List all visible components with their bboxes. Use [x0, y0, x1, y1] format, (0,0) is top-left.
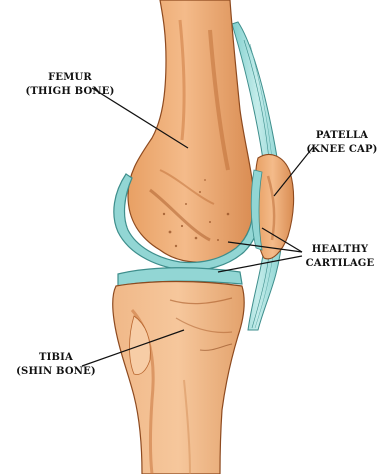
label-cartilage-line2: CARTILAGE	[306, 258, 375, 269]
label-patella-line1: PATELLA	[316, 130, 368, 141]
label-tibia-line2: (SHIN BONE)	[16, 366, 96, 377]
label-femur-line1: FEMUR	[48, 72, 92, 83]
label-tibia-line1: TIBIA	[39, 352, 73, 363]
label-patella-line2: (KNEE CAP)	[306, 144, 377, 155]
label-cartilage: HEALTHY CARTILAGE	[306, 244, 375, 269]
label-femur-line2: (THIGH BONE)	[25, 86, 114, 97]
label-patella: PATELLA (KNEE CAP)	[306, 130, 377, 155]
label-tibia: TIBIA (SHIN BONE)	[16, 352, 96, 377]
femur-bone	[128, 0, 254, 262]
label-cartilage-line1: HEALTHY	[312, 244, 369, 255]
